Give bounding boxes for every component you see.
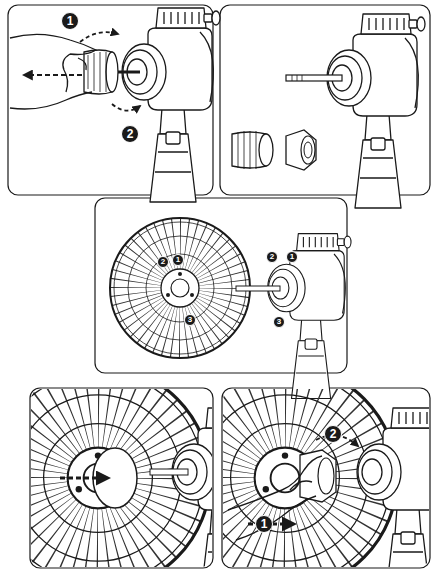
- panel-remove-cap: [10, 8, 220, 202]
- callout-number: 2: [324, 425, 342, 443]
- callout-number: 1: [172, 254, 184, 266]
- panel-parts-removed: [232, 14, 425, 208]
- callout-number: 3: [273, 316, 285, 328]
- callout-number: 2: [266, 251, 278, 263]
- panel-mount-grille: [0, 366, 270, 573]
- callout-number: 2: [157, 256, 169, 268]
- callout-number: 1: [286, 251, 298, 263]
- panel-fasten-nut: [173, 366, 437, 573]
- callout-number: 1: [255, 515, 273, 533]
- callout-number: 3: [184, 314, 196, 326]
- callout-number: 1: [61, 12, 79, 30]
- panel-align-grille: [110, 218, 351, 399]
- callout-number: 2: [121, 125, 139, 143]
